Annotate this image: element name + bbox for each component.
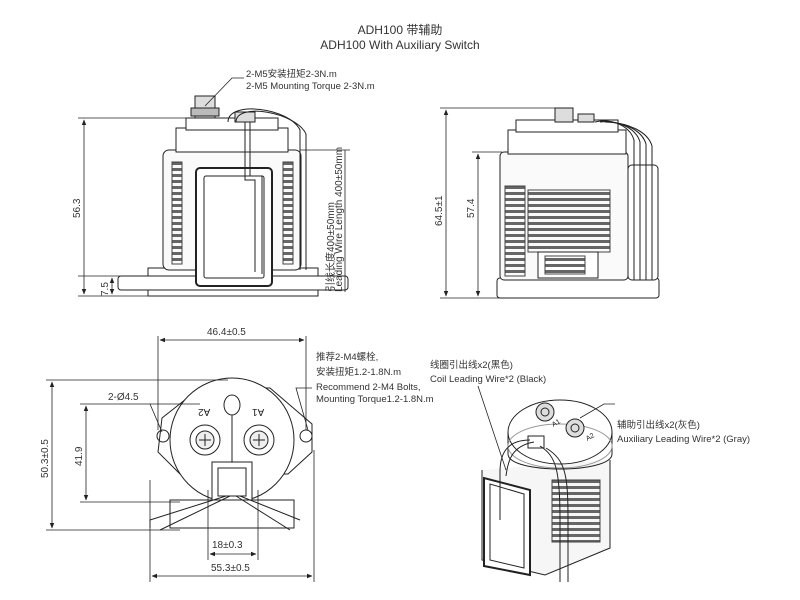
dim-side-total: 64.5±1: [434, 195, 445, 226]
m4-note-en-2: Mounting Torque1.2-1.8N.m: [316, 394, 434, 405]
m4-note-en-1: Recommend 2-M4 Bolts,: [316, 382, 421, 393]
m5-note-zh: 2-M5安装扭矩2-3N.m: [246, 69, 337, 80]
top-view: [149, 377, 313, 531]
coil-wire-note-zh: 线圈引出线x2(黑色): [430, 360, 513, 371]
m4-note-zh-2: 安装扭矩1.2-1.8N.m: [316, 367, 401, 378]
front-view: [117, 95, 349, 297]
terminal-label-a1: A1: [252, 406, 265, 417]
dim-top-depth: 41.9: [74, 446, 85, 466]
iso-view: [481, 399, 613, 582]
terminal-label-a2: A2: [198, 406, 211, 417]
m4-note-zh-1: 推荐2-M4螺栓,: [316, 352, 379, 363]
dim-overall-width: 55.3±0.5: [211, 563, 250, 574]
aux-wire-note-en: Auxiliary Leading Wire*2 (Gray): [617, 434, 751, 445]
title-chinese: ADH100 带辅助: [357, 23, 443, 37]
title-english: ADH100 With Auxiliary Switch: [320, 38, 480, 52]
dim-front-height: 56.3: [72, 198, 83, 218]
dim-top-depth-total: 50.3±0.5: [40, 439, 51, 478]
wire-length-en: Leading Wire Length 400±50mm: [334, 146, 345, 292]
dim-side-body: 57.4: [466, 198, 477, 218]
dim-hole: 2-Ø4.5: [108, 392, 139, 403]
dim-front-base: 7.5: [100, 282, 111, 296]
aux-wire-note-zh: 辅助引出线x2(灰色): [617, 420, 700, 431]
m5-note-en: 2-M5 Mounting Torque 2-3N.m: [246, 81, 375, 92]
coil-wire-note-en: Coil Leading Wire*2 (Black): [430, 374, 547, 385]
dim-terminal-spacing: 18±0.3: [212, 540, 243, 551]
side-view: [496, 107, 660, 299]
dim-top-width: 46.4±0.5: [207, 327, 246, 338]
